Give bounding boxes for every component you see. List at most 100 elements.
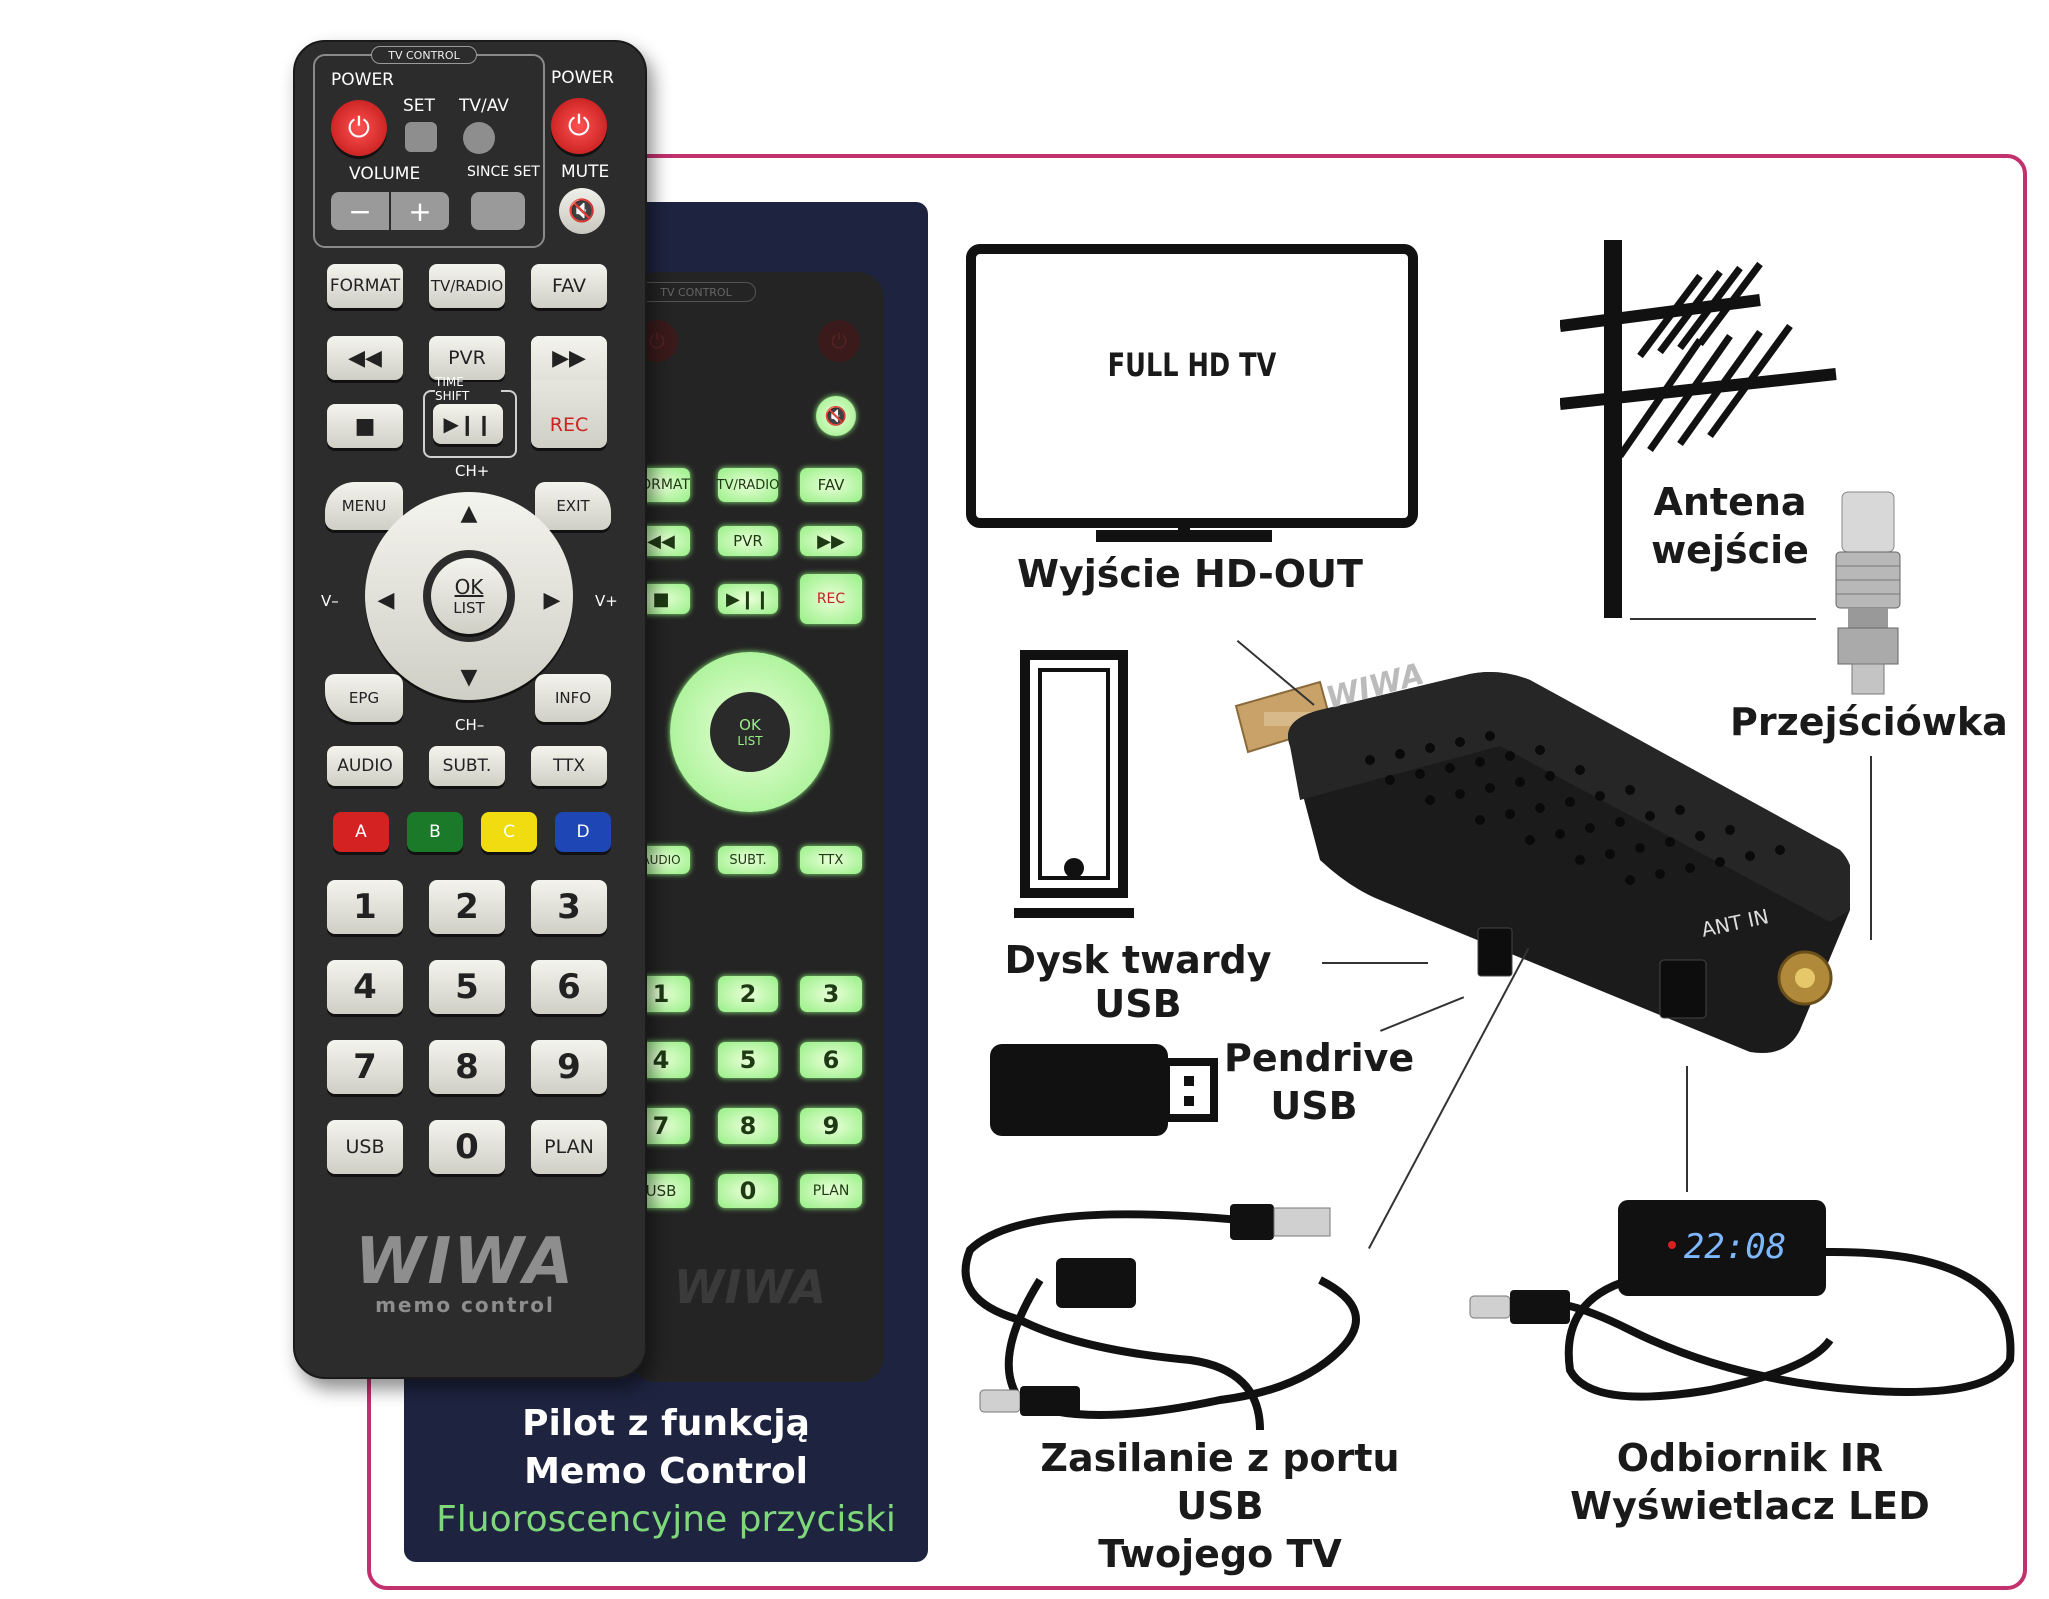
set-label: SET: [403, 96, 435, 116]
dvb-t-tuner-device: [1234, 672, 1850, 1053]
digit-8-button[interactable]: 8: [429, 1040, 505, 1094]
fav-button[interactable]: FAV: [531, 264, 607, 308]
menu-button[interactable]: MENU: [325, 482, 403, 530]
digit-9-button[interactable]: 9: [531, 1040, 607, 1094]
ch-plus-label: CH+: [455, 462, 490, 480]
color-button-d[interactable]: D: [555, 812, 611, 852]
remote-glow-version: TV CONTROL ⏻ ⏻ 🔇 FORMAT TV/RADIO FAV ◀◀ …: [630, 272, 884, 1382]
power-button-right[interactable]: ⏻: [551, 98, 607, 154]
remote-caption: Pilot z funkcją Memo Control Fluoroscenc…: [404, 1400, 928, 1544]
audio-button[interactable]: AUDIO: [327, 746, 403, 786]
epg-button[interactable]: EPG: [325, 674, 403, 722]
arrow-up-icon[interactable]: ▲: [460, 500, 478, 526]
pendrive-connector: [1162, 1058, 1218, 1122]
digit-2-button[interactable]: 2: [429, 880, 505, 934]
glow-digit-2: 2: [718, 976, 778, 1012]
wiwa-logo: WIWA: [354, 1225, 576, 1299]
plan-button[interactable]: PLAN: [531, 1120, 607, 1174]
digit-7-button[interactable]: 7: [327, 1040, 403, 1094]
arrow-right-icon[interactable]: ▶: [543, 587, 561, 613]
pendrive-label-line1: Pendrive: [1224, 1036, 1415, 1080]
glow-mute-icon: 🔇: [816, 396, 856, 436]
v-plus-label: V+: [595, 592, 618, 610]
antenna-connector-line: [1630, 618, 1816, 620]
remote-caption-line2: Memo Control: [524, 1451, 808, 1492]
power-label-left: POWER: [331, 70, 394, 90]
led-display: 22:08: [1683, 1227, 1787, 1267]
antenna-label-line1: Antena: [1653, 480, 1807, 524]
ir-label: Odbiornik IR Wyświetlacz LED: [1560, 1434, 1940, 1530]
remote-caption-line1: Pilot z funkcją: [522, 1403, 810, 1444]
glow-power-icon-2: ⏻: [818, 320, 860, 362]
tvradio-button[interactable]: TV/RADIO: [429, 264, 505, 308]
power-label-right: POWER: [551, 68, 614, 88]
hdd-icon: [1020, 650, 1128, 898]
pvr-button[interactable]: PVR: [429, 336, 505, 380]
forward-icon-top[interactable]: ▶▶: [531, 336, 607, 380]
glow-forward-icon: ▶▶: [800, 526, 862, 556]
hdd-label: Dysk twardy USB: [1004, 938, 1272, 1026]
ir-led-dot: [1668, 1241, 1676, 1249]
ir-receiver-cable: [1469, 1247, 2015, 1401]
color-button-b[interactable]: B: [407, 812, 463, 852]
antenna-icon: [1560, 240, 1837, 618]
glow-ttx-button: TTX: [800, 846, 862, 874]
info-button[interactable]: INFO: [535, 674, 611, 722]
digit-1-button[interactable]: 1: [327, 880, 403, 934]
since-set-label: SINCE SET: [467, 164, 540, 180]
volume-down-button[interactable]: −: [331, 192, 389, 230]
ir-receiver-icon: [1618, 1200, 1826, 1296]
hdd-connector-line: [1322, 962, 1428, 964]
antenna-label: Antena wejście: [1640, 478, 1820, 574]
subt-button[interactable]: SUBT.: [429, 746, 505, 786]
usb-cable-label-line2: Twojego TV: [1098, 1532, 1342, 1576]
adapter-icon: [1835, 491, 1901, 695]
pendrive-icon: [990, 1044, 1168, 1136]
ttx-button[interactable]: TTX: [531, 746, 607, 786]
power-button-left[interactable]: ⏻: [331, 100, 387, 156]
play-pause-icon[interactable]: ▶❙❙: [433, 404, 503, 444]
glow-fav-button: FAV: [800, 468, 862, 502]
tvav-label: TV/AV: [459, 96, 509, 116]
adapter-connector-line: [1870, 756, 1872, 940]
glow-list-label: LIST: [737, 734, 763, 748]
volume-up-button[interactable]: +: [391, 192, 449, 230]
arrow-down-icon[interactable]: ▼: [460, 664, 478, 690]
mute-label: MUTE: [561, 162, 610, 182]
digit-3-button[interactable]: 3: [531, 880, 607, 934]
volume-label: VOLUME: [349, 164, 421, 184]
glow-digit-0: 0: [718, 1174, 778, 1208]
since-set-button[interactable]: [471, 192, 525, 230]
digit-6-button[interactable]: 6: [531, 960, 607, 1014]
color-button-c[interactable]: C: [481, 812, 537, 852]
set-button[interactable]: [405, 122, 437, 152]
glow-rec-button: REC: [800, 574, 862, 624]
tvav-button[interactable]: [463, 122, 495, 154]
digit-0-button[interactable]: 0: [429, 1120, 505, 1174]
usb-cable-label: Zasilanie z portu USB Twojego TV: [1000, 1434, 1440, 1578]
antenna-label-line2: wejście: [1651, 528, 1809, 572]
rewind-icon[interactable]: ◀◀: [327, 336, 403, 380]
ok-label: OK: [454, 575, 484, 599]
stop-icon[interactable]: ■: [327, 404, 403, 448]
ch-minus-label: CH–: [455, 716, 485, 734]
digit-4-button[interactable]: 4: [327, 960, 403, 1014]
tv-stand-base: [1096, 530, 1272, 542]
mute-icon[interactable]: 🔇: [559, 188, 605, 234]
color-button-a[interactable]: A: [333, 812, 389, 852]
glow-digit-9: 9: [800, 1108, 862, 1144]
digit-5-button[interactable]: 5: [429, 960, 505, 1014]
glow-digit-8: 8: [718, 1108, 778, 1144]
tv-label: Wyjście HD-OUT: [1017, 552, 1363, 596]
exit-button[interactable]: EXIT: [535, 482, 611, 530]
arrow-left-icon[interactable]: ◀: [377, 587, 395, 613]
glow-ok-label: OK: [739, 716, 761, 734]
glow-tv-control-label: TV CONTROL: [636, 282, 756, 302]
glow-plan-button: PLAN: [800, 1174, 862, 1208]
remote-control: TV CONTROL POWER POWER ⏻ SET TV/AV ⏻ VOL…: [293, 40, 647, 1379]
usb-button[interactable]: USB: [327, 1120, 403, 1174]
glow-pvr-button: PVR: [718, 526, 778, 556]
format-button[interactable]: FORMAT: [327, 264, 403, 308]
